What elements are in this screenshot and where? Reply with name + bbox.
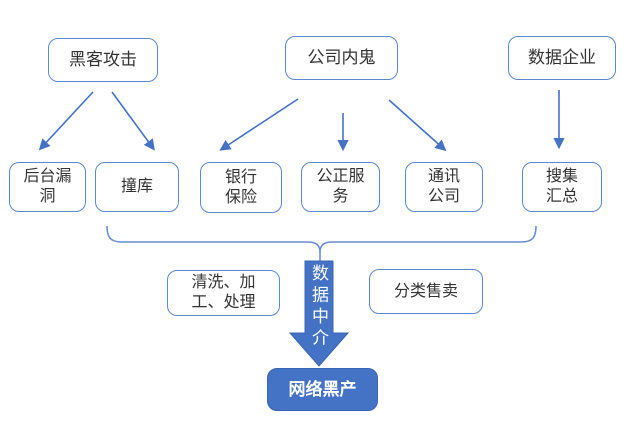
arrow-hacker-to-backend-vulnerability	[38, 91, 94, 151]
arrow-hacker-to-credential-stuffing	[111, 91, 155, 151]
node-label: 搜集 汇总	[545, 168, 578, 205]
gather-brace-right	[319, 225, 537, 253]
node-network-black-market: 网络黑产	[267, 368, 378, 411]
data-broker-arrow	[288, 260, 350, 367]
gather-brace-left	[106, 225, 321, 261]
node-classified-sale: 分类售卖	[369, 269, 483, 314]
node-label: 分类售卖	[393, 282, 458, 300]
node-label: 公正服 务	[316, 168, 365, 205]
node-notary-service: 公正服 务	[301, 162, 380, 212]
arrow-insider-to-bank-insurance	[219, 98, 299, 151]
node-label: 清洗、加 工、处理	[191, 274, 256, 311]
node-label: 公司内鬼	[307, 48, 376, 68]
node-telecom-company: 通讯 公司	[405, 162, 483, 212]
node-credential-stuffing: 撞库	[95, 162, 179, 212]
arrow-insider-to-telecom-company	[388, 99, 447, 152]
node-label: 撞库	[120, 178, 153, 195]
node-company-insider: 公司内鬼	[285, 36, 398, 80]
node-data-enterprise: 数据企业	[508, 36, 616, 80]
node-label: 通讯 公司	[427, 168, 460, 205]
node-label: 后台漏 洞	[23, 168, 72, 205]
data-broker-arrow-label: 数据中介	[309, 264, 328, 350]
node-label: 网络黑产	[288, 379, 357, 399]
node-backend-vulnerability: 后台漏 洞	[9, 162, 86, 212]
node-collect-summarize: 搜集 汇总	[522, 162, 602, 212]
node-label: 数据企业	[528, 48, 596, 68]
node-hacker-attack: 黑客攻击	[48, 38, 158, 82]
node-clean-process: 清洗、加 工、处理	[167, 270, 280, 316]
node-label: 黑客攻击	[69, 50, 137, 70]
node-bank-insurance: 银行 保险	[200, 162, 282, 213]
node-label: 银行 保险	[224, 168, 257, 206]
